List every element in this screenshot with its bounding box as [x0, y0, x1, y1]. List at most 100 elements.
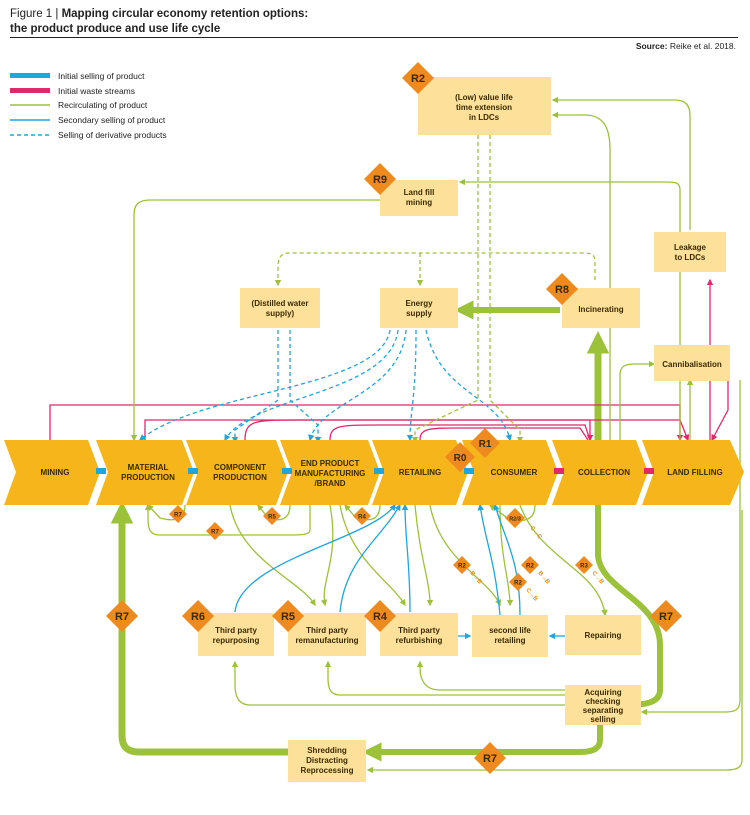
incinerating-dashed-water	[274, 252, 596, 287]
chain-consumer-label: CONSUMER	[491, 468, 538, 477]
legend-swatch-waste	[10, 88, 50, 93]
badge-small-r3: R3	[575, 556, 593, 574]
chain-mining-label: MINING	[41, 468, 70, 477]
chain-link-7	[644, 468, 654, 474]
component-to-remanufacturing	[229, 504, 316, 607]
svg-text:R4: R4	[358, 515, 366, 521]
derivative-energy-material	[139, 329, 391, 441]
badge-small-r7-b: R7	[206, 522, 224, 540]
thick-arrow-collection-to-acquiring	[595, 505, 663, 715]
secondlife-to-consumer-2	[493, 503, 521, 616]
box-leakage-line-1: Leakage	[674, 243, 707, 252]
box-acquiring: Acquiring checking separating selling	[565, 685, 641, 725]
box-low-value-line-3: in LDCs	[469, 113, 500, 122]
box-refurbishing-line-1: Third party	[398, 626, 440, 635]
box-shredding-line-3: Reprocessing	[301, 766, 354, 775]
derivative-energy-component	[224, 329, 399, 442]
badge-small-r4: R4	[353, 507, 371, 525]
title-line-2: the product produce and use life cycle	[10, 23, 221, 35]
box-distilled-line-2: supply)	[266, 309, 295, 318]
badge-r7-bottom: R7	[474, 742, 506, 774]
title-line-1: Mapping circular economy retention optio…	[61, 8, 309, 20]
secondlife-to-consumer	[477, 503, 501, 616]
waste-line-retailing	[419, 427, 589, 441]
box-cannibalisation: Cannibalisation	[654, 345, 730, 381]
title-rule	[10, 37, 738, 38]
box-remanufacturing-line-1: Third party	[306, 626, 348, 635]
box-landfill-mining-line-2: mining	[406, 198, 432, 207]
badge-r9: R9	[364, 163, 396, 195]
connectors	[49, 96, 743, 774]
landfill-to-shredding	[366, 510, 743, 774]
box-repurposing-line-1: Third party	[215, 626, 257, 635]
box-energy-supply: Energy supply	[380, 288, 458, 328]
transition-b-to-b: B→B	[468, 570, 482, 586]
box-low-value-line-1: (Low) value life	[455, 93, 513, 102]
chain-landfilling-label: LAND FILLING	[667, 468, 723, 477]
chain-component-label-1: COMPONENT	[214, 463, 266, 472]
acquiring-to-refurbishing	[416, 660, 565, 691]
loop-endproduct-material	[144, 503, 311, 536]
collection-to-cannibal	[619, 360, 656, 440]
svg-text:R7: R7	[211, 530, 219, 536]
chain-collection: COLLECTION	[552, 440, 648, 505]
chain-end-product: END PRODUCT MANUFACTURING /BRAND	[280, 440, 380, 505]
value-chain: MINING MATERIAL PRODUCTION COMPONENT PRO…	[4, 440, 744, 505]
legend-label-recirculating: Recirculating of product	[58, 100, 148, 110]
chain-material-label-1: MATERIAL	[128, 463, 169, 472]
box-second-life-line-2: retailing	[494, 636, 525, 645]
box-low-value: (Low) value life time extension in LDCs	[418, 77, 551, 135]
badge-small-r7-a: R7	[169, 505, 187, 523]
badges: R2 R9 R8 R0 R1 R6 R5 R4 R7 R7 R7 R7 R7 R…	[106, 62, 682, 774]
svg-text:R7: R7	[659, 611, 673, 623]
figure-title: Figure 1 | Mapping circular economy rete…	[10, 7, 308, 37]
chain-link-2	[188, 468, 198, 474]
remanufacturing-to-retailing	[339, 503, 401, 613]
box-acquiring-line-2: checking	[586, 697, 621, 706]
svg-text:R4: R4	[373, 611, 388, 623]
svg-text:R2/3: R2/3	[509, 517, 521, 523]
box-refurbishing-line-2: refurbishing	[396, 636, 443, 645]
badge-r8: R8	[546, 273, 578, 305]
chain-component-production: COMPONENT PRODUCTION	[186, 440, 288, 505]
source-label: Source:	[635, 41, 668, 51]
derivative-energy-retailing	[406, 329, 417, 442]
chain-link-1	[96, 468, 106, 474]
chain-link-6	[554, 468, 564, 474]
box-remanufacturing: Third party remanufacturing	[288, 613, 366, 656]
chain-retailing: RETAILING	[372, 440, 468, 505]
badge-r1: R1	[470, 428, 500, 458]
badge-small-r2-b: R2	[521, 556, 539, 574]
badge-r7-right: R7	[650, 600, 682, 632]
svg-text:R5: R5	[268, 515, 276, 521]
svg-text:R8: R8	[555, 284, 569, 296]
chain-material-production: MATERIAL PRODUCTION	[96, 440, 194, 505]
landfill-to-landfillmining	[458, 178, 681, 440]
thick-arrow-acquiring-to-shredding	[362, 722, 603, 762]
derivative-energy-consumer	[425, 329, 513, 442]
box-acquiring-line-3: separating	[583, 706, 624, 715]
figure-number: Figure 1 |	[10, 8, 59, 20]
waste-line-end-product	[329, 424, 591, 441]
legend-swatch-initial-selling	[10, 73, 50, 78]
svg-text:R7: R7	[174, 513, 182, 519]
boxes: (Low) value life time extension in LDCs …	[198, 77, 730, 782]
retailing-to-refurbishing	[414, 504, 434, 607]
badge-r5: R5	[272, 600, 304, 632]
transition-b-to-b-2: B→B	[536, 570, 550, 586]
derivative-water-endproduct	[289, 330, 322, 444]
svg-text:R2: R2	[526, 564, 534, 570]
transition-c-to-b: C→B	[524, 587, 538, 603]
box-second-life: second life retailing	[472, 615, 548, 657]
svg-text:R3: R3	[580, 564, 588, 570]
box-shredding: Shredding Distracting Reprocessing	[288, 740, 366, 782]
box-energy-line-1: Energy	[405, 299, 433, 308]
box-repairing: Repairing	[565, 615, 641, 655]
svg-text:R7: R7	[483, 753, 497, 765]
derivative-energy-endproduct	[308, 329, 407, 442]
badge-r4: R4	[364, 600, 396, 632]
box-shredding-line-2: Distracting	[306, 756, 348, 765]
chain-consumer: CONSUMER	[462, 440, 558, 505]
box-repurposing-line-2: repurposing	[213, 636, 260, 645]
